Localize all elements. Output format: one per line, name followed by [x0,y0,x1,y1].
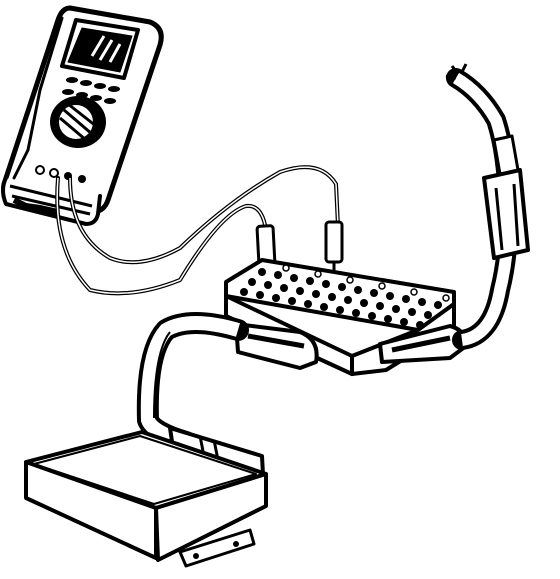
breakout-pins [240,264,450,329]
rotary-selector-dial [50,96,106,148]
vehicle-harness [445,63,530,350]
input-jacks [35,165,86,183]
multimeter-test-leads [55,165,344,296]
digital-multimeter [1,5,164,226]
control-module [24,430,268,568]
breakout-box [224,258,468,376]
